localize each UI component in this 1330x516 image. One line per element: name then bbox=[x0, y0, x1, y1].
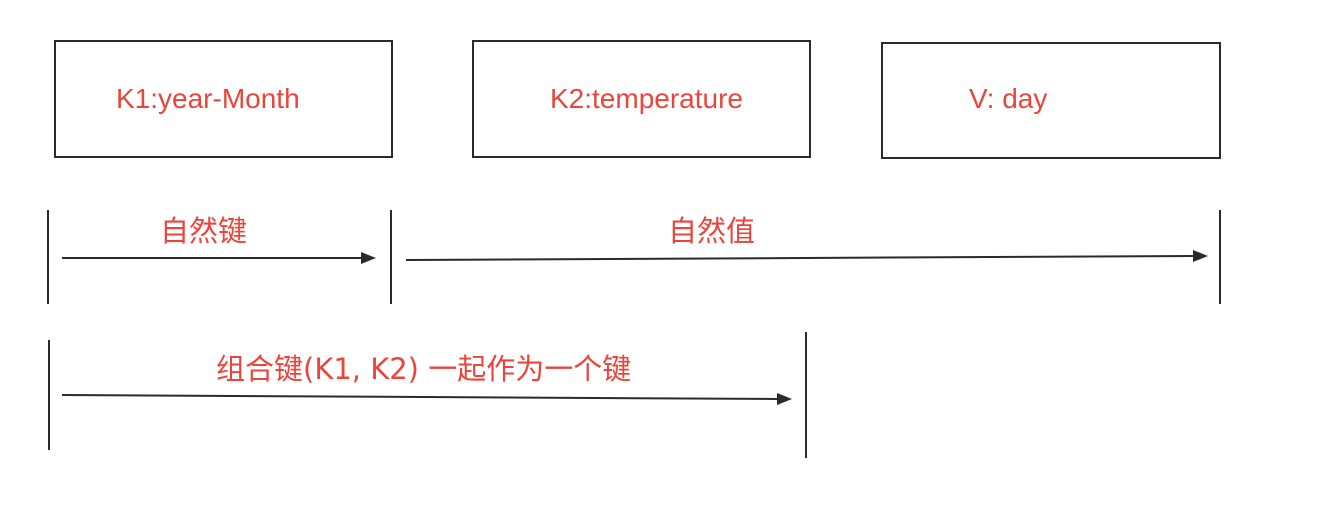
natural-key-label: 自然键 bbox=[160, 214, 248, 248]
natural-value-arrowhead bbox=[1193, 250, 1208, 262]
composite-key-arrow bbox=[61, 394, 780, 400]
composite-key-arrowhead bbox=[777, 393, 792, 405]
natural-value-label: 自然值 bbox=[668, 214, 756, 248]
box-v bbox=[881, 42, 1221, 159]
box-k2-label: K2:temperature bbox=[550, 83, 743, 114]
natural-value-arrow bbox=[405, 255, 1196, 261]
box-k1 bbox=[54, 40, 393, 158]
box-v-label: V: day bbox=[969, 83, 1048, 114]
box-k1-label: K1:year-Month bbox=[116, 83, 300, 114]
box-k2 bbox=[472, 40, 811, 158]
composite-key-label: 组合键(K1, K2) 一起作为一个键 bbox=[216, 352, 632, 386]
natural-key-arrowhead bbox=[361, 252, 376, 264]
